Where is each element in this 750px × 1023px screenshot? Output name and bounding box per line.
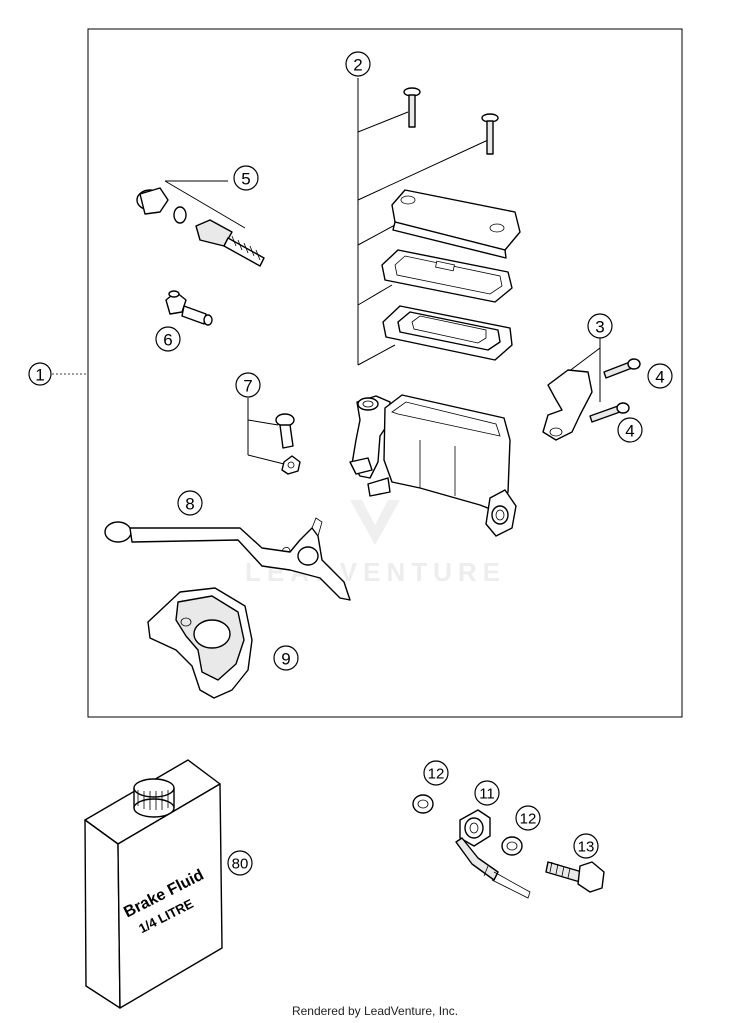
callout-11[interactable]: 11 bbox=[474, 780, 500, 806]
svg-text:3: 3 bbox=[595, 318, 604, 337]
svg-text:4: 4 bbox=[625, 422, 634, 441]
watermark-logo: LEADVENTURE bbox=[245, 500, 500, 587]
svg-text:7: 7 bbox=[243, 377, 252, 396]
svg-text:12: 12 bbox=[428, 766, 445, 783]
svg-text:9: 9 bbox=[281, 650, 290, 669]
part-6-bleeder-valve bbox=[165, 290, 213, 326]
svg-text:11: 11 bbox=[479, 786, 495, 803]
part-80-brake-fluid-bottle: Brake Fluid 1/4 LITRE bbox=[84, 759, 223, 1009]
part-8-brake-lever bbox=[104, 517, 351, 601]
part-4-clamp-bolts bbox=[589, 358, 641, 423]
callout-8[interactable]: 8 bbox=[177, 490, 203, 516]
master-cylinder-body bbox=[349, 394, 517, 537]
svg-text:2: 2 bbox=[353, 56, 362, 75]
callout-13[interactable]: 13 bbox=[573, 833, 599, 859]
assembly-frame bbox=[87, 28, 683, 718]
svg-text:6: 6 bbox=[163, 331, 172, 350]
callout-12-lower[interactable]: 12 bbox=[515, 805, 541, 831]
part-12-washer-upper bbox=[412, 794, 434, 814]
callout-7[interactable]: 7 bbox=[235, 372, 261, 398]
callout-5[interactable]: 5 bbox=[233, 165, 259, 191]
part-9-lever-boot bbox=[147, 587, 253, 699]
svg-text:5: 5 bbox=[241, 170, 250, 189]
svg-text:13: 13 bbox=[578, 839, 595, 856]
part-3-handlebar-clamp bbox=[542, 338, 601, 441]
svg-text:4: 4 bbox=[655, 368, 664, 387]
callout-4-lower[interactable]: 4 bbox=[617, 417, 643, 443]
part-13-banjo-bolt bbox=[545, 861, 605, 893]
part-2-reservoir-cover-set bbox=[357, 78, 521, 366]
callout-80[interactable]: 80 bbox=[227, 850, 253, 876]
svg-text:80: 80 bbox=[232, 856, 249, 873]
callout-1[interactable]: 1 bbox=[28, 362, 52, 386]
part-5-piston-kit bbox=[136, 180, 265, 267]
callout-6[interactable]: 6 bbox=[155, 326, 181, 352]
callout-2[interactable]: 2 bbox=[345, 51, 371, 77]
footer-credit: Rendered by LeadVenture, Inc. bbox=[291, 1004, 459, 1018]
callout-12-upper[interactable]: 12 bbox=[423, 760, 449, 786]
svg-text:12: 12 bbox=[520, 811, 537, 828]
part-7-pivot-bolt bbox=[247, 398, 301, 475]
part-12-washer-lower bbox=[501, 836, 523, 856]
part-11-banjo-hose bbox=[455, 809, 531, 899]
callout-3[interactable]: 3 bbox=[587, 313, 613, 339]
svg-text:8: 8 bbox=[185, 495, 194, 514]
svg-text:1: 1 bbox=[35, 366, 44, 385]
callout-4-upper[interactable]: 4 bbox=[647, 363, 673, 389]
callout-9[interactable]: 9 bbox=[273, 645, 299, 671]
